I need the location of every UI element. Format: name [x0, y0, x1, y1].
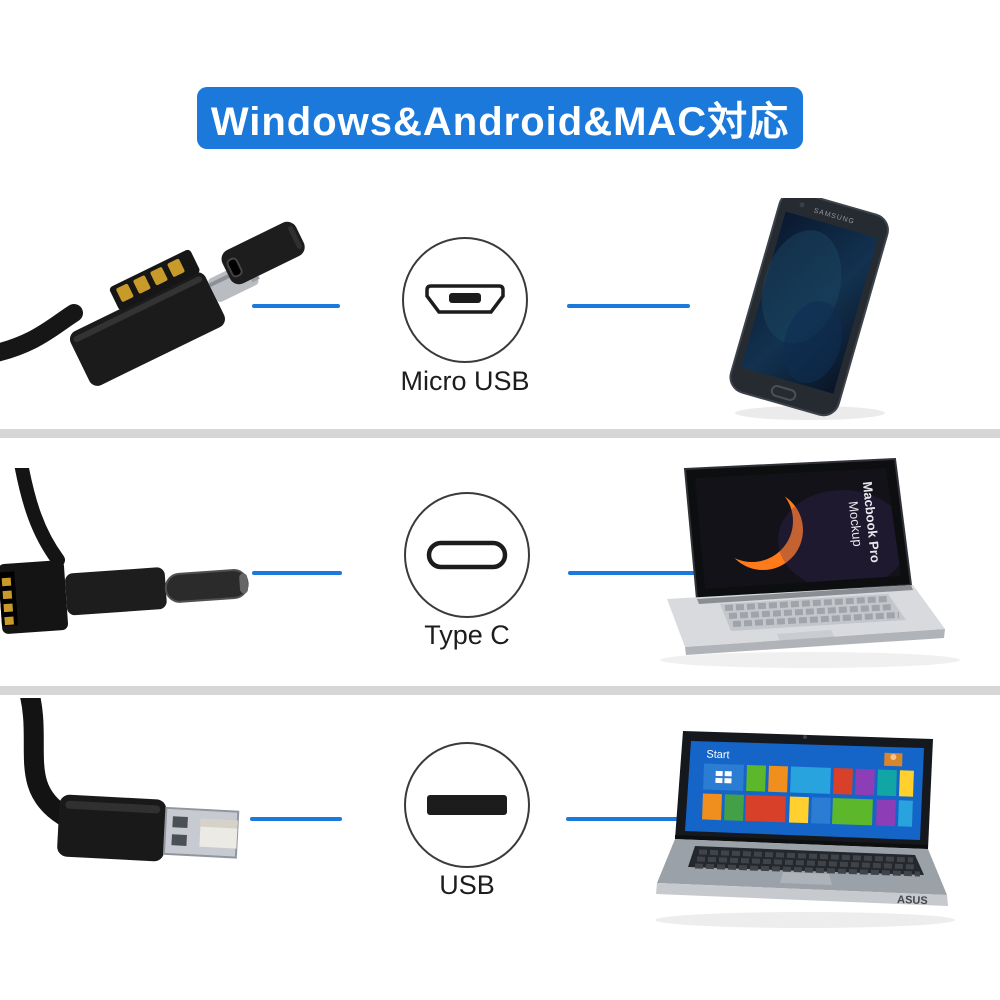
usb-connector-photo	[20, 698, 240, 862]
type-c-port-icon	[426, 540, 508, 570]
connector-line-right-2	[568, 571, 696, 575]
banner-title: Windows&Android&MAC対応	[210, 100, 790, 144]
shell-hole-1	[172, 816, 188, 828]
micro-usb-port-icon	[425, 284, 505, 314]
shell-hole-2	[171, 834, 187, 846]
front-edge	[656, 883, 948, 906]
start-screen-content: Start	[702, 749, 914, 827]
phone-screen	[740, 211, 878, 394]
usb-port-circle	[404, 742, 530, 868]
connector-line-left-3	[250, 817, 342, 821]
home-button	[770, 385, 797, 401]
start-label: Start	[706, 749, 730, 762]
laptop-shadow	[655, 912, 955, 928]
body-highlight	[65, 800, 161, 814]
gold-contacts	[1, 577, 14, 626]
connector-line-left-2	[252, 571, 342, 575]
plug-tip	[239, 573, 249, 594]
adapter-group	[0, 560, 249, 634]
keyboard-keys	[724, 596, 900, 627]
macbook-image: Macbook Pro Mockup	[660, 457, 960, 668]
adapter-group	[57, 794, 240, 862]
hinge	[675, 835, 928, 849]
connector-line-right-1	[567, 304, 690, 308]
start-tiles	[702, 763, 914, 827]
row-label-type-c: Type C	[424, 620, 510, 650]
section-divider-1	[0, 429, 1000, 438]
front-camera	[799, 202, 805, 208]
adapter-bar	[65, 567, 167, 616]
type-c-plug	[164, 569, 249, 603]
macbook-hinge	[697, 585, 913, 604]
webcam	[803, 735, 807, 739]
compatibility-banner: Windows&Android&MAC対応	[197, 87, 803, 149]
asus-logo: ASUS	[897, 894, 928, 907]
screen-caption: Macbook Pro Mockup	[846, 481, 883, 564]
cable	[14, 468, 65, 567]
front-edge	[685, 629, 945, 655]
adapter-body	[69, 272, 226, 386]
body-highlight	[73, 276, 202, 343]
type-c-port-circle	[404, 492, 530, 618]
micro-usb-connector-photo	[0, 221, 305, 386]
connector-line-right-3	[566, 817, 690, 821]
gold-contacts	[116, 258, 185, 302]
phone-group: SAMSUNG	[729, 198, 889, 417]
user-avatar-head	[890, 754, 897, 761]
laptop-shadow	[660, 652, 960, 668]
asus-laptop-image: Start	[655, 731, 955, 928]
row-label-micro-usb: Micro USB	[400, 366, 530, 396]
eclipse-wallpaper	[711, 480, 901, 589]
section-divider-2	[0, 686, 1000, 695]
type-c-cap	[221, 221, 305, 285]
screen-caption-line2: Mockup	[846, 500, 866, 547]
type-c-connector-photo	[0, 468, 249, 634]
row-label-usb: USB	[439, 870, 495, 900]
trackpad	[780, 872, 832, 885]
cable	[20, 698, 74, 826]
smartphone-image: SAMSUNG	[729, 198, 889, 420]
usb-a-port-icon	[427, 795, 507, 815]
screen-nebula-2	[783, 300, 843, 384]
connector-line-left-1	[252, 304, 340, 308]
cable	[0, 304, 83, 362]
usb-tongue-shade	[200, 818, 238, 829]
keyboard-keys	[694, 849, 921, 877]
micro-usb-port-circle	[402, 237, 528, 363]
